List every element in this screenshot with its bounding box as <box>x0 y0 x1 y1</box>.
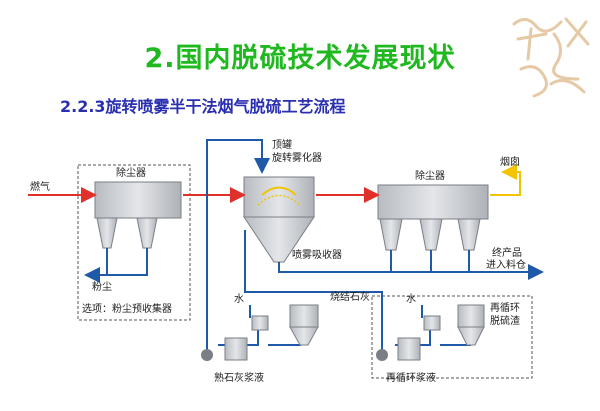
label-burnt-lime: 烧结石灰 <box>330 290 370 303</box>
label-recycle-slurry: 再循环浆液 <box>386 371 436 384</box>
label-spray-absorber: 喷雾吸收器 <box>292 248 342 261</box>
option-dashed-box <box>77 164 191 321</box>
label-dust-collector-2: 除尘器 <box>415 169 445 182</box>
recycle-equipment <box>376 304 485 361</box>
label-top-tank: 顶罐 <box>272 138 292 151</box>
dust-collector-1-shape <box>94 181 182 249</box>
slaked-lime-equipment <box>201 304 319 361</box>
label-flue-gas: 燃气 <box>30 180 50 193</box>
label-water-1: 水 <box>234 293 244 305</box>
page-title: 2.国内脱硫技术发展现状 <box>144 43 456 74</box>
chimney-arrow <box>490 164 521 196</box>
label-dust-collector-1: 除尘器 <box>116 166 146 179</box>
label-slaked-lime-slurry: 熟石灰浆液 <box>214 371 264 384</box>
label-final-product: 终产品 <box>492 246 522 259</box>
label-into-silo: 进入料仓 <box>486 258 526 271</box>
label-recycle-residue-1: 再循环 <box>490 301 520 314</box>
spray-absorber-shape <box>243 176 315 263</box>
dust-collector-2-shape <box>377 184 489 251</box>
absorber-bottom-line <box>278 262 390 273</box>
label-rotary-atomizer: 旋转雾化器 <box>272 151 322 164</box>
decorative-logo <box>512 17 590 98</box>
recycle-dashed-box <box>371 295 533 379</box>
page-subtitle: 2.2.3旋转喷雾半干法烟气脱硫工艺流程 <box>60 97 346 116</box>
dust-out-line <box>106 248 148 276</box>
label-option: 选项：粉尘预收集器 <box>82 302 172 315</box>
label-recycle-residue-2: 脱硫渣 <box>490 314 520 327</box>
label-dust: 粉尘 <box>92 280 112 293</box>
label-chimney: 烟囱 <box>500 155 520 168</box>
label-water-2: 水 <box>406 293 416 305</box>
atomizer-feed-line <box>206 139 270 355</box>
recycle-return-line <box>244 230 383 355</box>
